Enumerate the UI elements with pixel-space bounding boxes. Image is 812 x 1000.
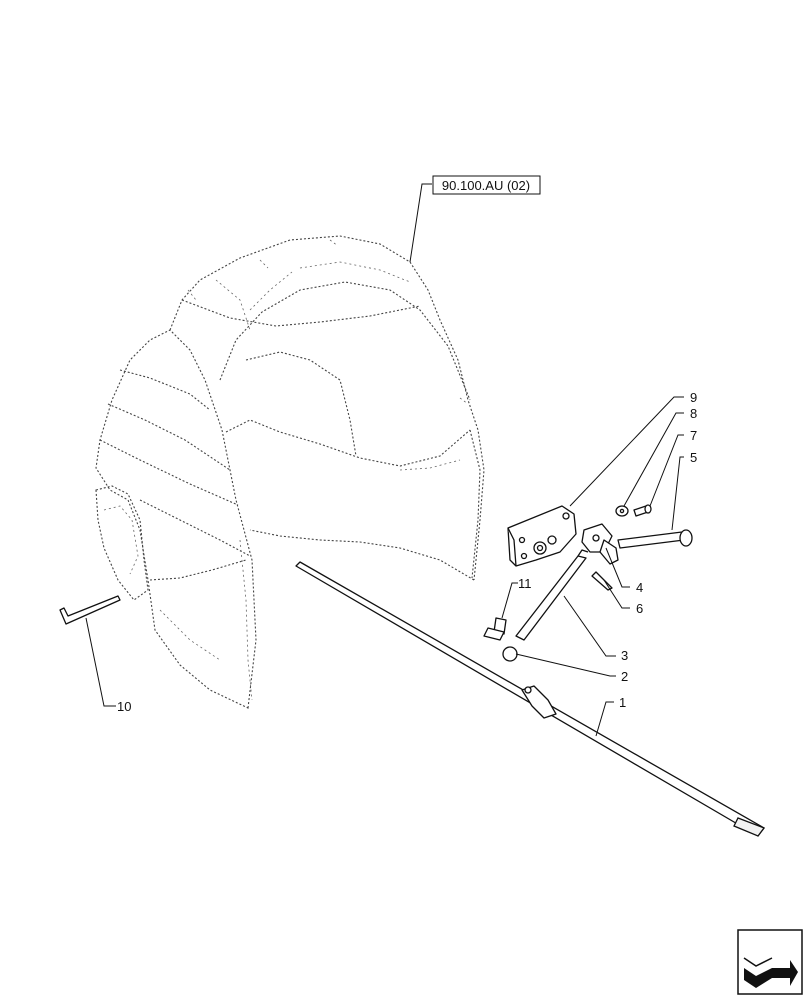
- hood-shell-outline: [95, 235, 485, 709]
- callout-11: 11: [518, 576, 532, 591]
- part-10-hex-key: [59, 595, 121, 625]
- part-9-latch-bracket: [507, 505, 577, 567]
- part-1-strap: [295, 561, 766, 837]
- callout-5: 5: [690, 450, 697, 465]
- callout-10: 10: [117, 699, 131, 714]
- part-2-ball-knob: [502, 646, 518, 662]
- callout-7: 7: [690, 428, 697, 443]
- leader-lines: [85, 183, 684, 737]
- part-4-link-plate: [581, 523, 619, 565]
- callout-8: 8: [690, 406, 697, 421]
- part-7-screw: [633, 504, 652, 517]
- callout-2: 2: [621, 669, 628, 684]
- callout-1: 1: [619, 695, 626, 710]
- callout-9: 9: [690, 390, 697, 405]
- part-8-washer: [615, 505, 629, 517]
- part-11-pin: [483, 617, 507, 641]
- callout-6: 6: [636, 601, 643, 616]
- part-3-rod: [515, 549, 589, 641]
- reference-callout[interactable]: 90.100.AU (02): [432, 175, 541, 195]
- next-page-arrow-icon[interactable]: [737, 929, 803, 995]
- reference-label: 90.100.AU (02): [442, 178, 530, 193]
- callout-3: 3: [621, 648, 628, 663]
- reference-box-frame: [432, 175, 541, 195]
- callout-4: 4: [636, 580, 643, 595]
- part-5-bolt: [617, 529, 693, 549]
